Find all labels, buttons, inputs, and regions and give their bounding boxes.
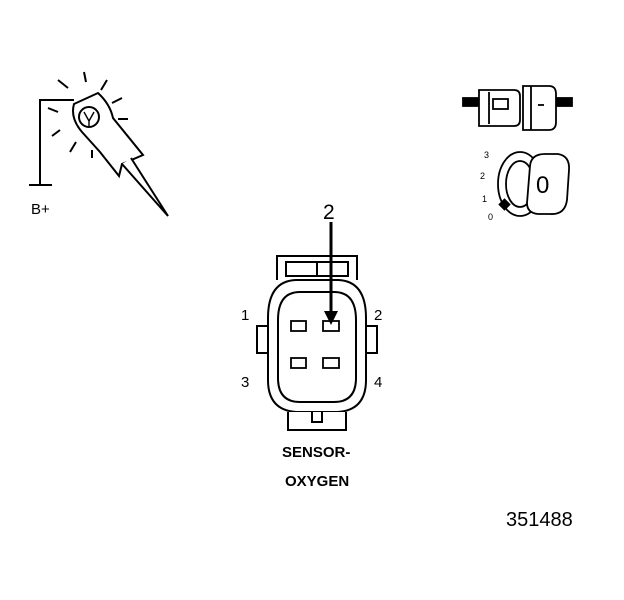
pin-label-4: 4 — [374, 374, 383, 391]
test-lamp-probe-icon — [29, 71, 169, 217]
probe-arrow — [324, 222, 338, 325]
connector-name-line1: SENSOR- — [282, 444, 351, 461]
pin-label-1: 1 — [241, 307, 250, 324]
pin-label-3: 3 — [241, 374, 250, 391]
ignition-position-0: 0 — [488, 212, 494, 222]
oxygen-sensor-connector-icon — [256, 255, 378, 431]
ignition-key-switch-icon — [462, 85, 573, 217]
ignition-position-1: 1 — [482, 194, 488, 204]
b-plus-label: B+ — [31, 201, 50, 218]
probe-pin-label: 2 — [323, 201, 335, 224]
ignition-position-2: 2 — [480, 171, 486, 181]
connector-name-line2: OXYGEN — [285, 473, 350, 490]
figure-number: 351488 — [506, 509, 573, 531]
key-position-label: 0 — [536, 172, 550, 199]
ignition-position-3: 3 — [484, 150, 490, 160]
pin-label-2: 2 — [374, 307, 383, 324]
